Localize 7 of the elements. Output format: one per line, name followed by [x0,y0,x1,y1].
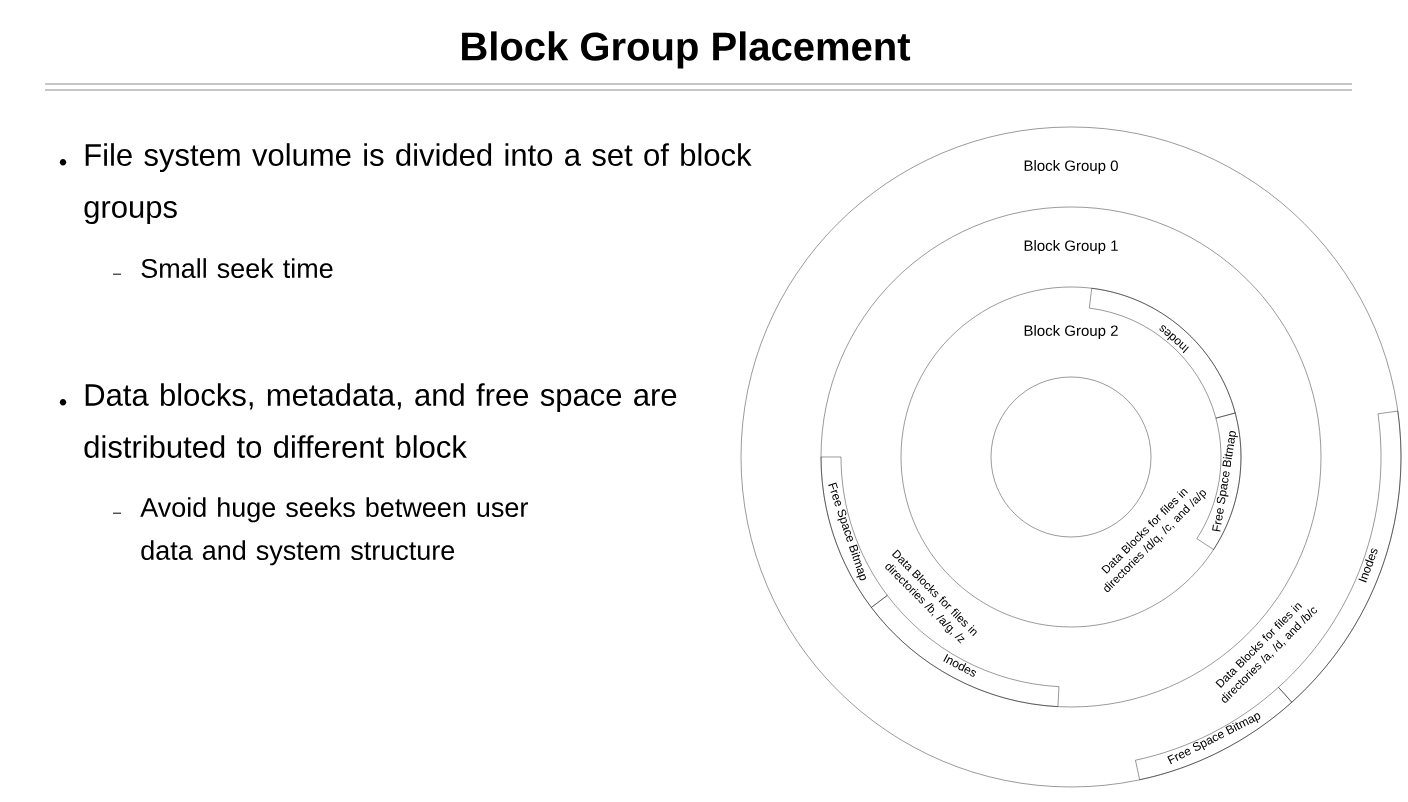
bullet-text: File system volume is divided into a set of block groups [84,143,752,225]
group-label: Block Group 0 [1024,160,1118,174]
bullet-text: Data blocks, metadata, and free space are distributed to different block [84,383,677,458]
sub-bullet-text: Avoid huge seeks between user data and system structure [140,497,528,566]
sub-bullet-text: Small seek time [141,258,333,278]
slide-title: Block Group Placement [462,31,911,69]
group-label: Block Group 1 [1024,240,1118,254]
